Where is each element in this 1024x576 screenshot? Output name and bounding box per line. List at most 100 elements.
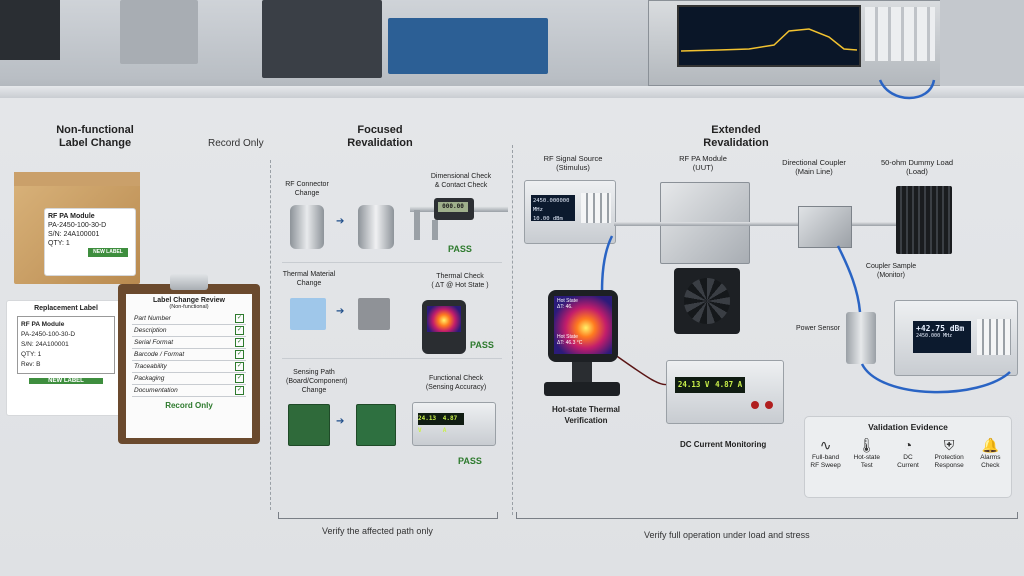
- power-meter: +42.75 dBm 2450.000 MHz: [894, 300, 1018, 376]
- dummy-load-label: 50-ohm Dummy Load (Load): [872, 158, 962, 176]
- replacement-line: RF PA Module: [21, 321, 65, 328]
- evidence-item-label: DC: [903, 454, 913, 461]
- spectrum-analyzer: [648, 0, 942, 86]
- caliper-jaw: [432, 220, 438, 240]
- label-line: Coupler Sample: [865, 263, 917, 270]
- extended-footer: Verify full operation under load and str…: [644, 530, 810, 540]
- new-label-badge: NEW LABEL: [88, 248, 128, 257]
- thermal-pad-old: [290, 298, 326, 330]
- frequency-readout: 2450.000000 MHz: [533, 198, 570, 213]
- replacement-label-card: Replacement Label RF PA Module PA-2450-1…: [6, 300, 126, 416]
- label-line: (Main Line): [795, 167, 833, 176]
- thermal-display: Hot State ΔT: 46. Hot State ΔT: 46.3 °C: [554, 296, 612, 354]
- spectrum-screen: [677, 5, 861, 67]
- label-line: Thermal Check: [436, 273, 484, 280]
- coupler-label: Directional Coupler (Main Line): [772, 158, 856, 176]
- shelf-blue-tray: [388, 18, 548, 74]
- evidence-item-label: Current: [897, 462, 919, 469]
- box-label: RF PA Module PA-2450-100-30-D S/N: 24A10…: [44, 208, 136, 276]
- pass-badge: PASS: [448, 244, 472, 254]
- thermal-check-label: Thermal Check ( ΔT @ Hot State ): [420, 272, 500, 290]
- evidence-item-label: Full-band: [812, 454, 840, 461]
- checklist-item-label: Barcode / Format: [134, 351, 185, 358]
- power-sensor-label: Power Sensor: [796, 325, 840, 332]
- source-keypad: [581, 193, 611, 223]
- sensing-path-change-label: Sensing Path (Board/Component) Change: [286, 368, 347, 395]
- clipboard-clip: [170, 274, 208, 290]
- clipboard-title: Label Change Review: [153, 297, 225, 304]
- pcb-old: [288, 404, 330, 446]
- clipboard: Label Change Review (Non-functional) Par…: [118, 274, 260, 444]
- checkmark-icon: ✓: [235, 386, 244, 395]
- replacement-heading: Replacement Label: [34, 305, 98, 312]
- label-line: (Sensing Accuracy): [425, 384, 487, 391]
- thermal-line: ΔT: 46.3 °C: [557, 340, 583, 346]
- box-label-line: RF PA Module: [48, 213, 95, 220]
- checkmark-icon: ✓: [235, 374, 244, 383]
- caliper-body: 000.00: [434, 198, 474, 220]
- label-line: 50-ohm Dummy Load: [880, 158, 954, 167]
- nonfunctional-title: Non-functional Label Change: [40, 124, 150, 150]
- dc-power-supply: 24.13 V 4.87 A: [666, 360, 784, 424]
- shelf-edge: [0, 86, 1024, 98]
- label-line: Dimensional Check: [430, 173, 492, 180]
- rf-signal-source: 2450.000000 MHz 10.00 dBm: [524, 180, 616, 244]
- checkmark-icon: ✓: [235, 350, 244, 359]
- rf-cable-main: [614, 222, 914, 226]
- shield-icon: ⛨: [943, 437, 955, 453]
- focused-bracket: [278, 512, 498, 519]
- psu-small-display: 24.13 V 4.87 A: [418, 413, 464, 434]
- thermal-line: Hot State: [557, 298, 578, 304]
- frequency-readout: 2450.000 MHz: [916, 333, 953, 339]
- evidence-item-label: RF Sweep: [810, 462, 841, 469]
- thermal-line: Hot State: [557, 334, 578, 340]
- replacement-line: Rev: B: [21, 361, 41, 368]
- checkmark-icon: ✓: [235, 362, 244, 371]
- coupler-cable: [836, 245, 862, 313]
- thermal-verification-label: Hot-state Thermal Verification: [538, 404, 634, 426]
- current-readout: 4.87 A: [715, 380, 743, 389]
- label-line: Directional Coupler: [782, 158, 846, 167]
- checklist-item-label: Documentation: [134, 387, 178, 394]
- checklist-item: Description✓: [132, 325, 246, 337]
- voltage-readout: 24.13 V: [418, 415, 437, 434]
- checklist-item: Traceability✓: [132, 361, 246, 373]
- voltage-readout: 24.13 V: [677, 380, 710, 389]
- clipboard-sheet: Label Change Review (Non-functional) Par…: [126, 294, 252, 438]
- terminal-red: [765, 401, 773, 409]
- meter-display: +42.75 dBm 2450.000 MHz: [913, 321, 971, 353]
- checklist-item-label: Packaging: [134, 375, 165, 382]
- caliper-jaw: [414, 210, 420, 240]
- label-line: (UUT): [692, 163, 714, 172]
- power-sensor: [846, 312, 876, 364]
- label-line: Change: [301, 387, 327, 394]
- label-line: (Stimulus): [556, 163, 590, 172]
- checklist-item-label: Part Number: [134, 315, 171, 322]
- dc-monitoring-label: DC Current Monitoring: [680, 440, 767, 449]
- box-top: [14, 172, 140, 186]
- title-line: Non-functional: [56, 124, 134, 136]
- record-only-footer: Record Only: [165, 401, 213, 410]
- checklist-item: Packaging ✓: [132, 373, 246, 385]
- focused-title: Focused Revalidation: [330, 124, 430, 150]
- coupler-sample-label: Coupler Sample (Monitor): [852, 262, 930, 280]
- caliper-display: 000.00: [438, 202, 468, 212]
- terminal-red: [751, 401, 759, 409]
- label-line: (Monitor): [876, 272, 905, 279]
- divider-right: [512, 145, 513, 515]
- row-divider: [282, 262, 502, 263]
- title-line: Label Change: [58, 137, 132, 149]
- label-line: (Load): [906, 167, 928, 176]
- dummy-load-heatsink: [896, 186, 952, 254]
- psu-display: 24.13 V 4.87 A: [675, 377, 745, 393]
- label-line: & Contact Check: [434, 182, 488, 189]
- directional-coupler: [798, 206, 852, 248]
- extended-title: Extended Revalidation: [686, 124, 786, 150]
- gauge-icon: ◔: [903, 437, 913, 453]
- bell-icon: 🔔: [981, 437, 1000, 453]
- uut-label: RF PA Module (UUT): [664, 154, 742, 172]
